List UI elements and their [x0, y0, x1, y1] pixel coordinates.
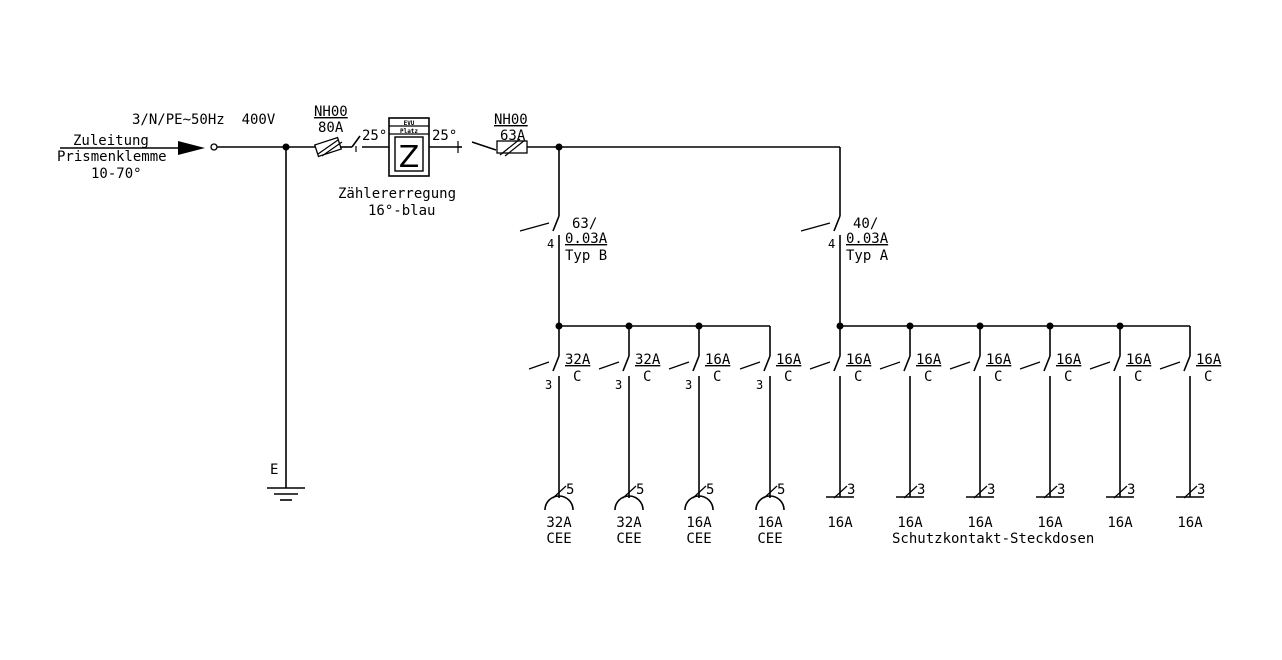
supply-title: 3/N/PE~50Hz 400V	[132, 112, 276, 128]
rcd-type: Typ A	[846, 248, 889, 264]
breaker-curve: C	[854, 369, 862, 385]
breaker-curve: C	[643, 369, 651, 385]
fuse-icon	[496, 138, 528, 157]
breaker-rating: 16A	[1196, 352, 1222, 368]
rcd-group-2: 40/ 0.03A Typ A 4	[800, 147, 889, 326]
outlet-rating: 16A	[827, 515, 853, 531]
breaker-curve: C	[924, 369, 932, 385]
branch-schuko-5: 16A C 3 16A	[1089, 322, 1152, 531]
breaker-poles: 3	[615, 378, 622, 392]
outlet-type: CEE	[686, 531, 711, 547]
socket-icon	[755, 495, 785, 511]
breaker-rating: 16A	[776, 352, 802, 368]
switch-icon	[471, 141, 497, 151]
rcd-group-1: 63/ 0.03A Typ B 4	[519, 147, 608, 326]
branch-cee-1: 32A C 3 5 32A CEE	[528, 322, 591, 547]
feeder-label-1: Zuleitung	[73, 133, 149, 149]
terminal-icon	[210, 143, 218, 151]
breaker-rating: 16A	[846, 352, 872, 368]
meter-caption-2: 16°-blau	[368, 203, 435, 219]
outlet-rating: 16A	[686, 515, 712, 531]
socket-icon	[684, 495, 714, 511]
socket-icon	[614, 495, 644, 511]
breaker-curve: C	[994, 369, 1002, 385]
breaker-rating: 16A	[916, 352, 942, 368]
branch-schuko-1: 16A C 3 16A	[809, 322, 872, 531]
rcd-trip: 0.03A	[565, 231, 608, 247]
feeder-arrow-icon	[60, 141, 205, 155]
fuse-icon	[313, 136, 343, 158]
outlet-wires: 3	[917, 482, 925, 498]
disconnector-icon	[457, 141, 462, 153]
schuko-caption: Schutzkontakt-Steckdosen	[892, 531, 1094, 547]
rcd-trip: 0.03A	[846, 231, 889, 247]
rcd-poles: 4	[828, 237, 835, 251]
rcd-type: Typ B	[565, 248, 607, 264]
branch-schuko-2: 16A C 3 16A	[879, 322, 942, 531]
outlet-rating: 16A	[1177, 515, 1203, 531]
outlet-wires: 3	[987, 482, 995, 498]
branch-cee-3: 16A C 3 5 16A CEE	[668, 322, 731, 547]
outlet-wires: 5	[706, 482, 714, 498]
outlet-wires: 5	[777, 482, 785, 498]
rcd-rating: 40/	[853, 216, 878, 232]
outlet-type: CEE	[616, 531, 641, 547]
outlet-rating: 16A	[897, 515, 923, 531]
outlet-wires: 5	[566, 482, 574, 498]
main-fuse-type: NH00	[314, 104, 348, 120]
breaker-poles: 3	[685, 378, 692, 392]
disconnector-icon	[351, 135, 361, 152]
breaker-poles: 3	[756, 378, 763, 392]
earth-label: E	[270, 462, 278, 478]
meter-wire-in: 25°	[362, 128, 387, 144]
breaker-poles: 3	[545, 378, 552, 392]
outlet-wires: 3	[847, 482, 855, 498]
breaker-rating: 32A	[565, 352, 591, 368]
outlet-wires: 5	[636, 482, 644, 498]
feeder-label-2: Prismenklemme	[57, 149, 167, 165]
branch-schuko-4: 16A C 3 16A	[1019, 322, 1082, 531]
outlet-wires: 3	[1197, 482, 1205, 498]
branch-cee-4: 16A C 3 5 16A CEE	[739, 326, 802, 547]
outlet-wires: 3	[1127, 482, 1135, 498]
breaker-curve: C	[1064, 369, 1072, 385]
outlet-wires: 3	[1057, 482, 1065, 498]
breaker-curve: C	[573, 369, 581, 385]
outlet-type: CEE	[757, 531, 782, 547]
breaker-rating: 16A	[705, 352, 731, 368]
meter-box-mid: Platz	[400, 128, 418, 135]
meter-box: EVU Platz Z	[388, 117, 430, 177]
ground-icon	[267, 487, 305, 501]
breaker-curve: C	[1134, 369, 1142, 385]
outlet-rating: 16A	[1107, 515, 1133, 531]
outlet-type: CEE	[546, 531, 571, 547]
branch-schuko-6: 16A C 3 16A	[1159, 326, 1222, 531]
sub-fuse-type: NH00	[494, 112, 528, 128]
outlet-rating: 32A	[616, 515, 642, 531]
breaker-rating: 16A	[986, 352, 1012, 368]
meter-box-top: EVU	[404, 120, 415, 127]
main-fuse-rating: 80A	[318, 120, 344, 136]
rcd-rating: 63/	[572, 216, 597, 232]
outlet-rating: 16A	[757, 515, 783, 531]
rcd-poles: 4	[547, 237, 554, 251]
breaker-curve: C	[713, 369, 721, 385]
outlet-rating: 32A	[546, 515, 572, 531]
meter-wire-out: 25°	[432, 128, 457, 144]
breaker-curve: C	[784, 369, 792, 385]
breaker-rating: 16A	[1056, 352, 1082, 368]
breaker-rating: 32A	[635, 352, 661, 368]
meter-symbol: Z	[399, 140, 420, 175]
socket-icon	[544, 495, 574, 511]
outlet-rating: 16A	[1037, 515, 1063, 531]
outlet-rating: 16A	[967, 515, 993, 531]
breaker-rating: 16A	[1126, 352, 1152, 368]
branch-cee-2: 32A C 3 5 32A CEE	[598, 322, 661, 547]
feeder-label-3: 10-70°	[91, 166, 142, 182]
branch-schuko-3: 16A C 3 16A	[949, 322, 1012, 531]
breaker-curve: C	[1204, 369, 1212, 385]
meter-caption-1: Zählererregung	[338, 186, 456, 202]
